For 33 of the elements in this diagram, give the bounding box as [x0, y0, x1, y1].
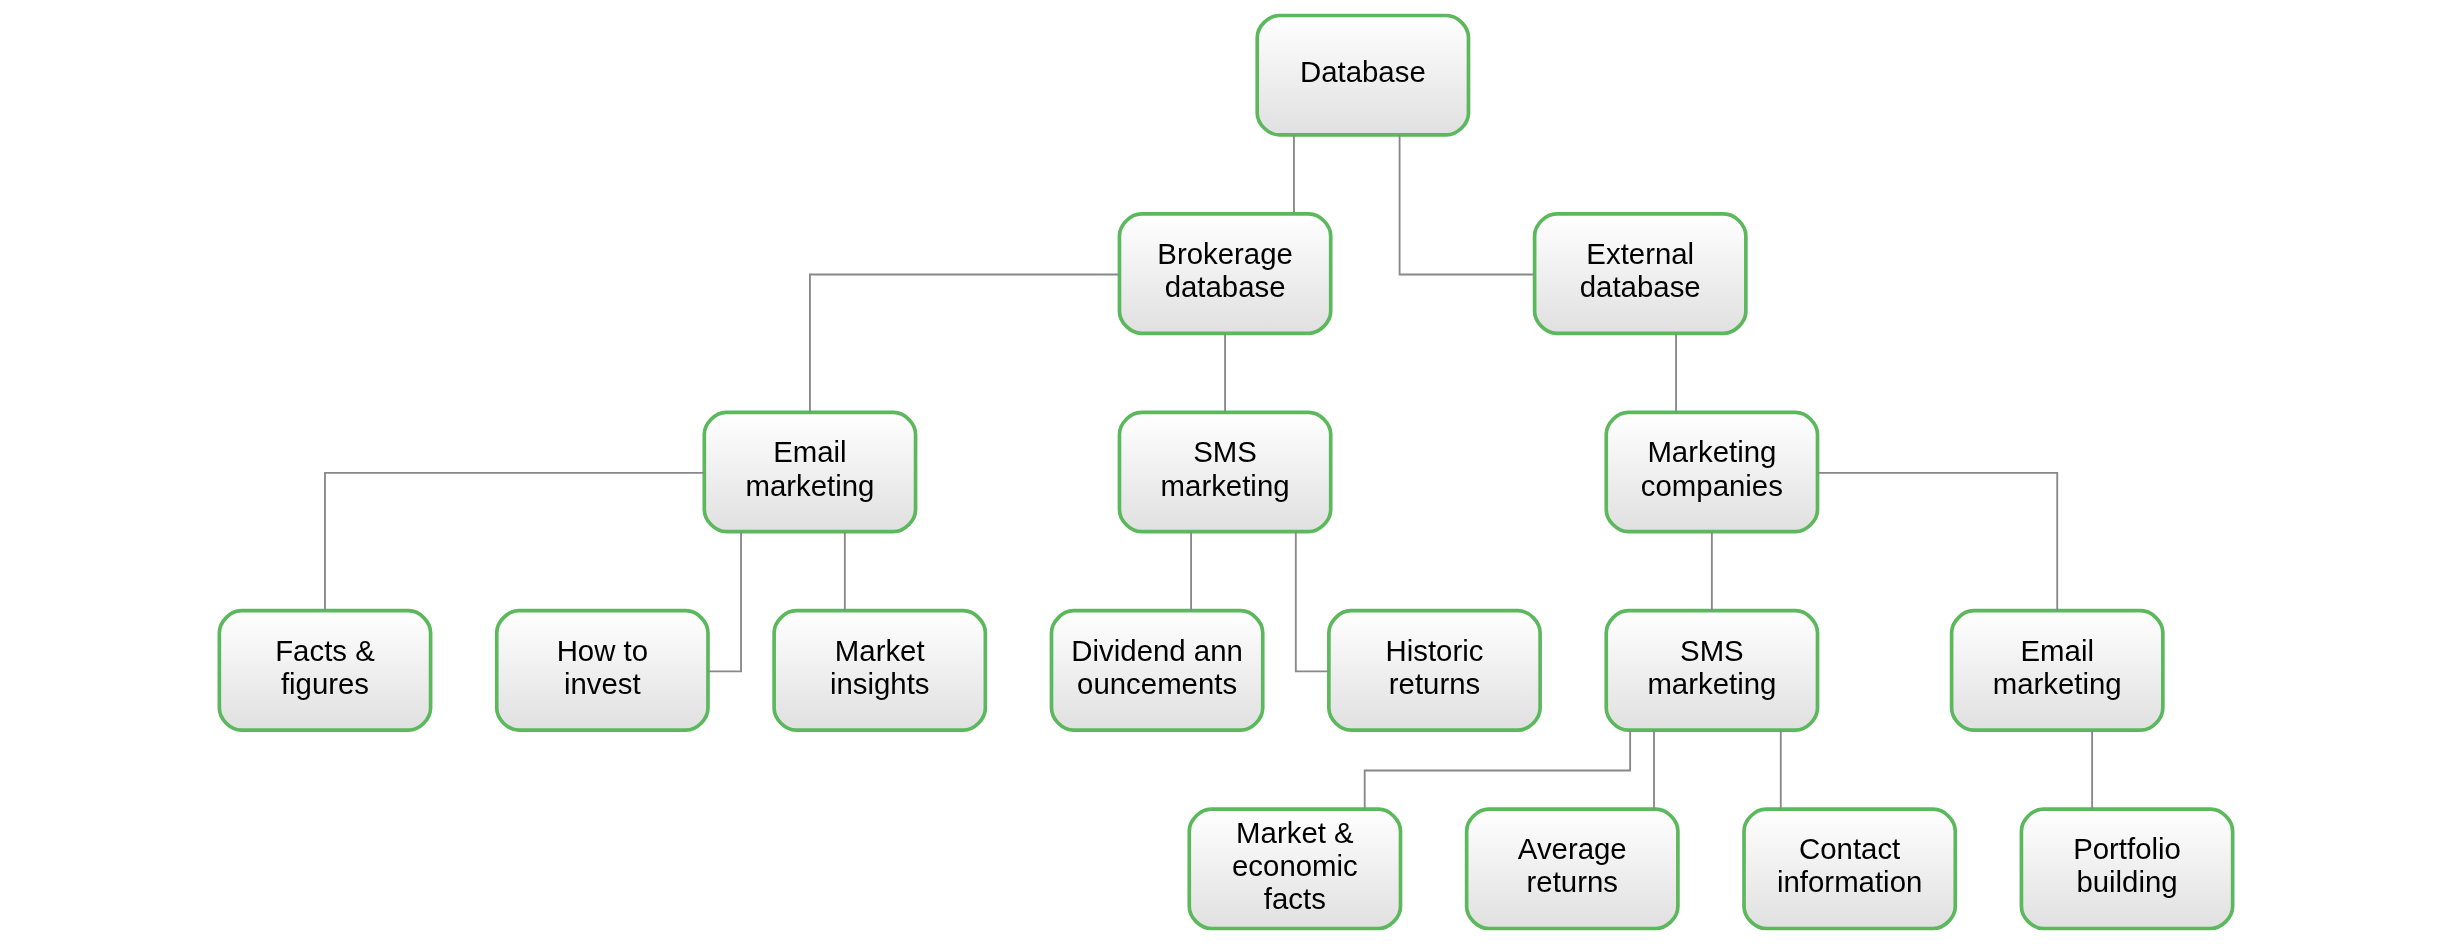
connector [1710, 531, 1713, 612]
node-box: Email marketing [1949, 608, 2165, 732]
connector [1363, 729, 1631, 810]
node-box: SMS marketing [1117, 410, 1333, 534]
node-box: Average returns [1464, 807, 1680, 931]
connector [1816, 472, 2058, 612]
connector [1779, 729, 1782, 810]
connector [2090, 729, 2093, 810]
node-box: Contact information [1741, 807, 1957, 931]
node-box: Market & economic facts [1186, 807, 1402, 931]
node-box: Database [1254, 13, 1470, 137]
connector [1292, 134, 1295, 215]
node-box: Dividend announcements [1049, 608, 1265, 732]
node-box: Facts & figures [217, 608, 432, 732]
connector [1189, 531, 1192, 612]
node-box: Market insights [771, 608, 987, 732]
node-box: Email marketing [701, 410, 917, 534]
connector [843, 531, 846, 612]
connector [1674, 332, 1677, 414]
connector [706, 530, 742, 673]
connector [1294, 530, 1330, 673]
node-box: SMS marketing [1603, 608, 1819, 732]
connector [323, 472, 705, 612]
connector [1223, 332, 1226, 414]
node-box: Portfolio building [2019, 807, 2234, 931]
node-box: Marketing companies [1603, 410, 1819, 534]
node-box: Brokerage database [1117, 212, 1333, 336]
node-box: External database [1532, 212, 1748, 336]
node-box: Historic returns [1326, 608, 1542, 732]
node-box: How to invest [494, 608, 710, 732]
connector [808, 273, 1120, 414]
connector [1398, 134, 1535, 276]
connector [1652, 729, 1655, 810]
